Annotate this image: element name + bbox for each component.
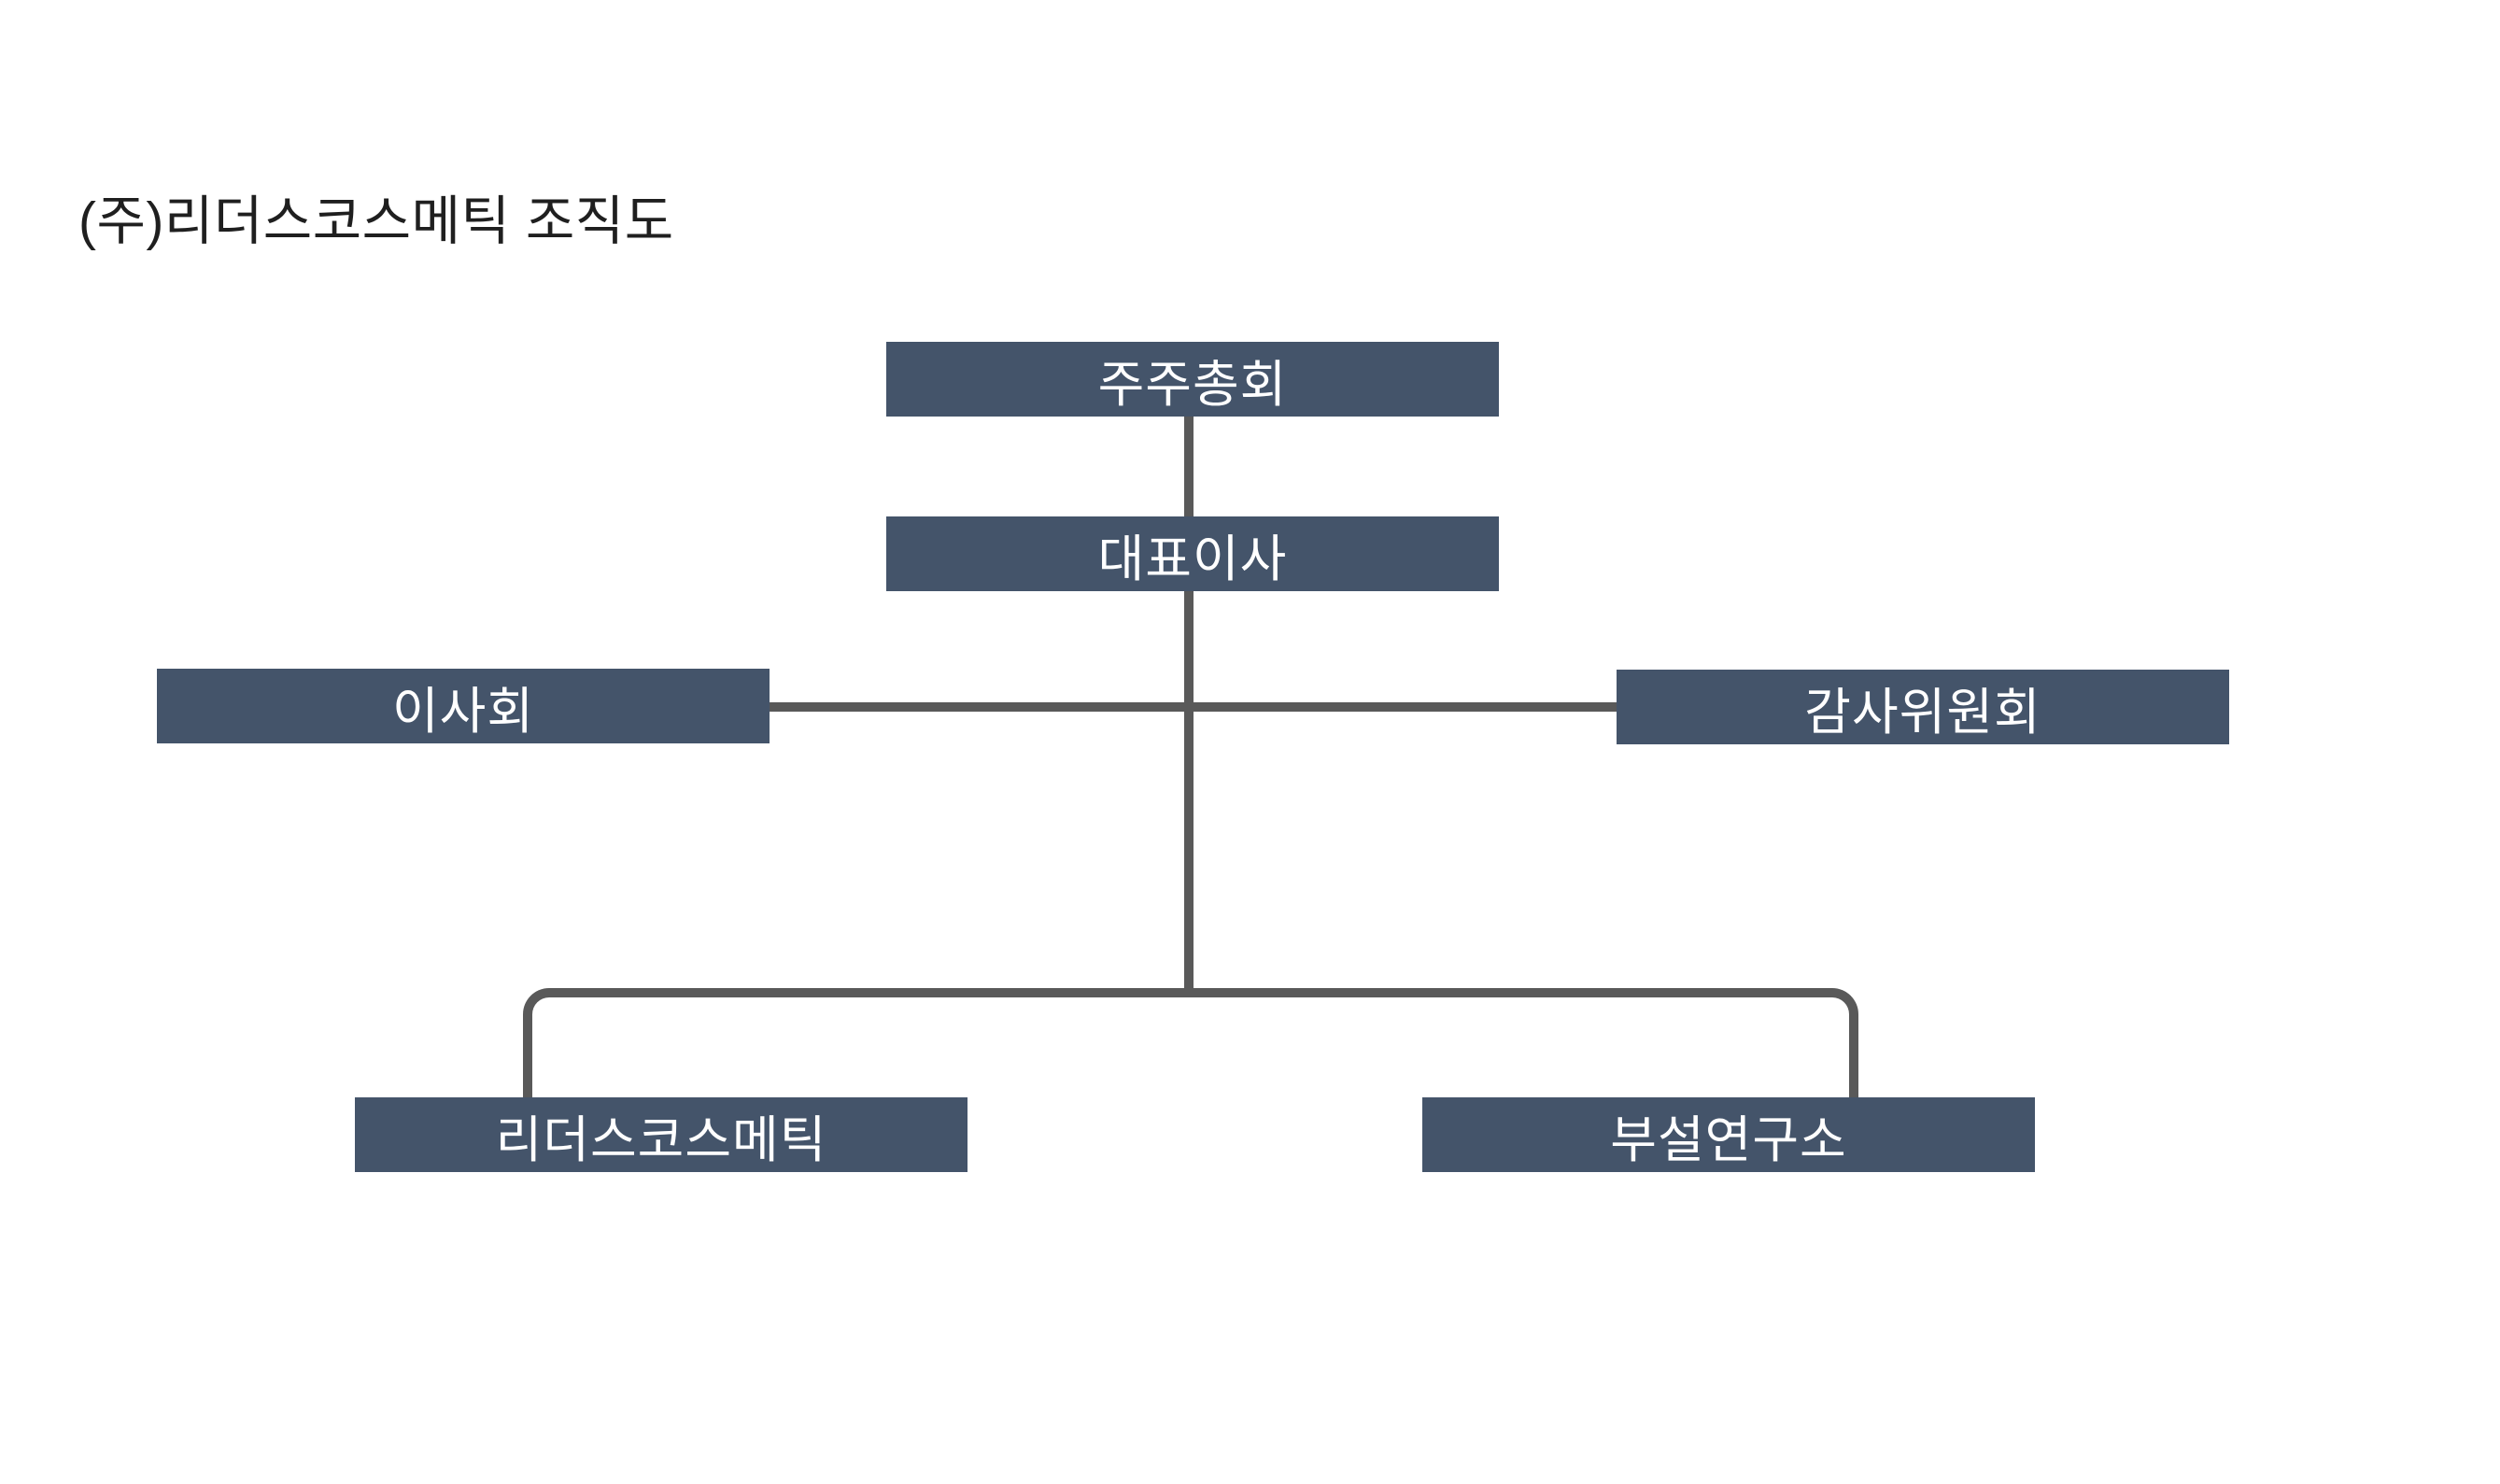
org-node-ceo: 대표이사 (886, 516, 1499, 591)
org-node-audit-committee: 감사위원회 (1617, 670, 2229, 744)
org-node-research-lab: 부설연구소 (1422, 1097, 2035, 1172)
org-node-leaders-cosmetic-label: 리더스코스메틱 (495, 1111, 827, 1168)
org-node-ceo-label: 대표이사 (1097, 530, 1288, 587)
page-title: (주)리더스코스메틱 조직도 (78, 191, 674, 251)
org-node-shareholders-label: 주주총회 (1097, 356, 1288, 413)
org-node-research-lab-label: 부설연구소 (1610, 1111, 1847, 1168)
org-node-board: 이사회 (157, 669, 770, 743)
connector-subsidiaries-bracket (523, 988, 1858, 1100)
org-node-audit-committee-label: 감사위원회 (1804, 684, 2041, 741)
connector-ceo-trunk (1184, 589, 1194, 997)
org-node-shareholders: 주주총회 (886, 342, 1499, 417)
org-node-board-label: 이사회 (391, 683, 535, 740)
connector-board-audit (766, 702, 1620, 712)
org-node-leaders-cosmetic: 리더스코스메틱 (355, 1097, 968, 1172)
connector-shareholders-ceo (1184, 417, 1194, 519)
